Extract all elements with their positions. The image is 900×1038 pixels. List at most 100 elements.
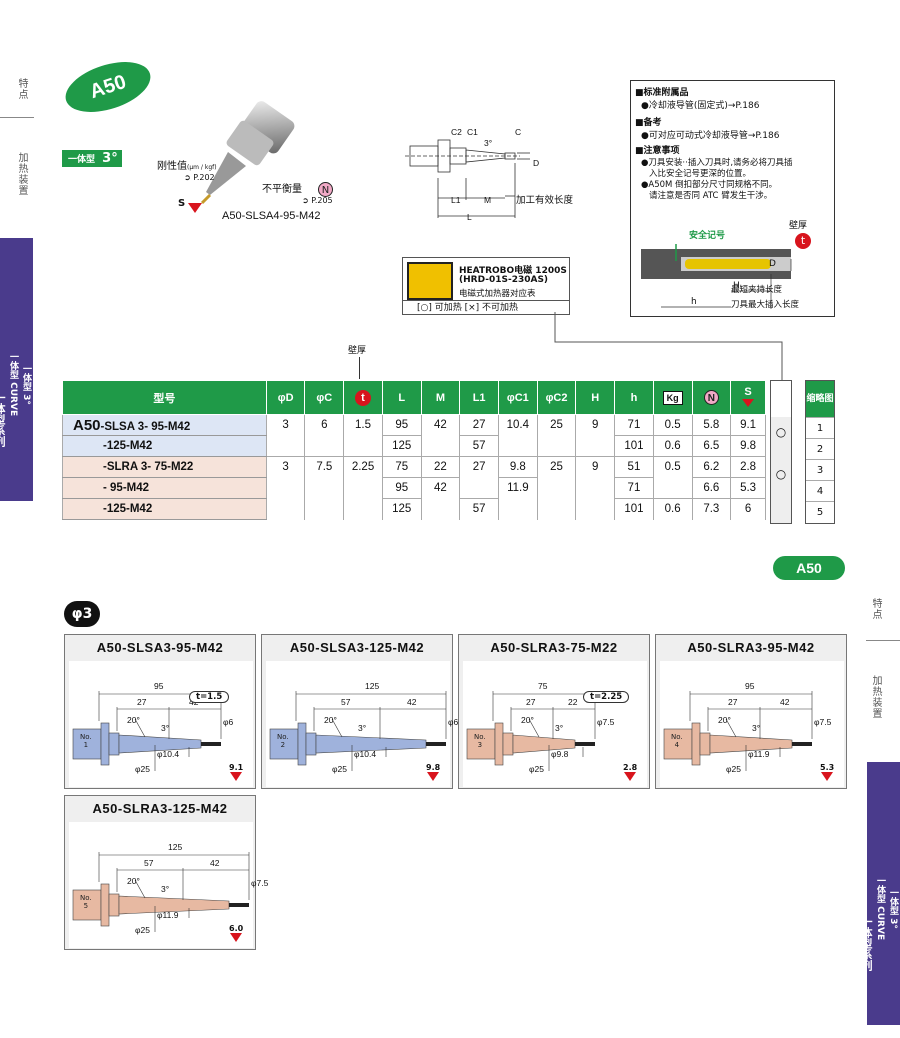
- th-kg: Kg: [652, 380, 693, 415]
- dim-C1: φ10.4: [157, 749, 180, 759]
- value-cell: 6.6: [691, 477, 732, 499]
- dim-M: 42: [210, 858, 220, 868]
- th-l1: L1: [459, 380, 499, 415]
- side-tab-heater[interactable]: 加热装置: [16, 152, 27, 196]
- sketch-number[interactable]: 1: [806, 417, 834, 438]
- value-cell: [536, 435, 577, 457]
- right-active-bottom: 一体型系列: [860, 916, 873, 971]
- sketch-card[interactable]: A50-SLSA3-125-M42 125 57 42 20° 3° φ6 φ1…: [261, 634, 458, 789]
- balance-n-icon: N: [318, 178, 333, 197]
- max-insert-label: 刀具最大插入长度: [731, 300, 800, 310]
- rigidity-unit: (μm / kgf): [187, 164, 217, 171]
- value-cell: 6.2: [691, 456, 732, 478]
- dim-L: 75: [538, 681, 548, 691]
- sketch-card[interactable]: A50-SLRA3-95-M42 95 27 42 20° 3° φ7.5 φ1…: [655, 634, 847, 789]
- dim-L1: 27: [137, 697, 147, 707]
- dim-M: 42: [780, 697, 790, 707]
- sketch-number[interactable]: 4: [806, 480, 834, 501]
- t-icon: t: [795, 233, 811, 249]
- sketch-card[interactable]: A50-SLRA3-75-M22 75 27 22 20° 3° φ7.5 φ9…: [458, 634, 650, 789]
- caution-3: ●A50M 倒扣部分尺寸同规格不同。: [641, 180, 778, 190]
- value-cell: 10.4: [497, 414, 538, 436]
- dim-L1: 27: [728, 697, 738, 707]
- right-active-line2: 一体型 CURVE: [875, 876, 885, 941]
- value-cell: 95: [381, 477, 422, 499]
- rigidity-ref[interactable]: ➲ P.202: [184, 173, 215, 182]
- value-cell: 0.5: [652, 414, 693, 436]
- right-tab-heater[interactable]: 加热装置: [870, 675, 881, 719]
- s-arrow-icon: [188, 203, 202, 213]
- dim-C2: φ25: [135, 764, 150, 774]
- card-number: No. 5: [80, 894, 92, 910]
- value-cell: 125: [381, 498, 422, 520]
- spec-table: 型号 φD φC t L M L1 φC1 φC2 H h Kg N S A50…: [62, 380, 766, 520]
- value-cell: 25: [536, 414, 577, 436]
- value-cell: [575, 435, 616, 457]
- card-title: A50-SLRA3-125-M42: [92, 801, 228, 816]
- s-label: S: [178, 198, 186, 209]
- th-h: H: [575, 380, 616, 415]
- card-number: No. 2: [277, 733, 289, 749]
- value-cell: 7.5: [304, 456, 345, 478]
- model-cell: A50-SLSA 3- 95-M42: [62, 414, 267, 436]
- value-cell: 7.3: [691, 498, 732, 520]
- value-cell: [497, 498, 538, 520]
- model-cell: -125-M42: [62, 435, 267, 457]
- th-d: φD: [265, 380, 306, 415]
- insert-hh: h: [691, 297, 697, 307]
- product-image: [200, 101, 295, 205]
- rigidity-ref-text: P.202: [193, 173, 215, 182]
- dim-d: D: [533, 158, 540, 168]
- value-cell: [304, 477, 345, 499]
- value-cell: 0.5: [652, 456, 693, 478]
- s-value: 6.0: [229, 924, 243, 944]
- card-drawing: 75 27 22 20° 3° φ7.5 φ9.8 φ25 No. 3 t=2.…: [463, 661, 647, 787]
- heatrobo-box: HEATROBO电磁 1200S (HRD-01S-230AS) 电磁式加热器对…: [402, 257, 570, 315]
- series-badge: A50: [59, 52, 157, 122]
- card-title: A50-SLRA3-75-M22: [490, 640, 618, 655]
- side-tab-features[interactable]: 特点: [16, 78, 27, 100]
- s-arrow-icon: [624, 772, 637, 781]
- sketch-number[interactable]: 5: [806, 501, 834, 522]
- balance-ref[interactable]: ➲ P.205: [302, 196, 333, 205]
- n-icon: N: [318, 182, 333, 197]
- s-header-arrow-icon: [742, 398, 755, 407]
- value-cell: 22: [420, 456, 461, 478]
- th-model: 型号: [62, 380, 267, 415]
- sketch-number[interactable]: 2: [806, 438, 834, 459]
- heater-icon: [407, 262, 453, 300]
- side-tab-active[interactable]: 一体型 3° 一体型 CURVE 一体型系列: [0, 238, 33, 501]
- dim-angle1: 20°: [127, 876, 140, 886]
- value-cell: 101: [614, 498, 654, 520]
- value-cell: 5.3: [730, 477, 766, 499]
- dim-C1: φ9.8: [551, 749, 569, 759]
- s-arrow-icon: [230, 933, 243, 942]
- sketch-card[interactable]: A50-SLRA3-125-M42 125 57 42 20° 3° φ7.5 …: [64, 795, 268, 950]
- th-hh: h: [614, 380, 654, 415]
- min-clamp-label: 最短夹持长度: [731, 285, 783, 295]
- dim-C2: φ25: [135, 925, 150, 935]
- right-tab-active[interactable]: 一体型 3° 一体型 CURVE 一体型系列: [860, 762, 900, 1025]
- value-cell: 125: [381, 435, 422, 457]
- s-arrow-icon: [821, 772, 834, 781]
- right-tab-features[interactable]: 特点: [870, 598, 881, 620]
- safety-mark-label: 安全记号: [689, 231, 726, 241]
- dim-M: 22: [568, 697, 578, 707]
- dim-angle2: 3°: [752, 723, 761, 733]
- t-badge: t=2.25: [583, 691, 630, 703]
- dim-C2: φ25: [529, 764, 544, 774]
- side-active-line1: 一体型 3°: [21, 364, 31, 405]
- heat-header: [771, 381, 791, 417]
- sketch-number[interactable]: 3: [806, 459, 834, 480]
- sketch-card[interactable]: A50-SLSA3-95-M42 95 27 42 20° 3° φ6 φ10.…: [64, 634, 256, 789]
- value-cell: 0.6: [652, 435, 693, 457]
- right-divider: [866, 640, 900, 641]
- s-arrow-icon: [427, 772, 440, 781]
- value-cell: 95: [381, 414, 422, 436]
- heat-mark-1: ○: [775, 425, 787, 439]
- value-cell: 6: [304, 414, 345, 436]
- value-cell: 71: [614, 414, 654, 436]
- value-cell: [575, 477, 616, 499]
